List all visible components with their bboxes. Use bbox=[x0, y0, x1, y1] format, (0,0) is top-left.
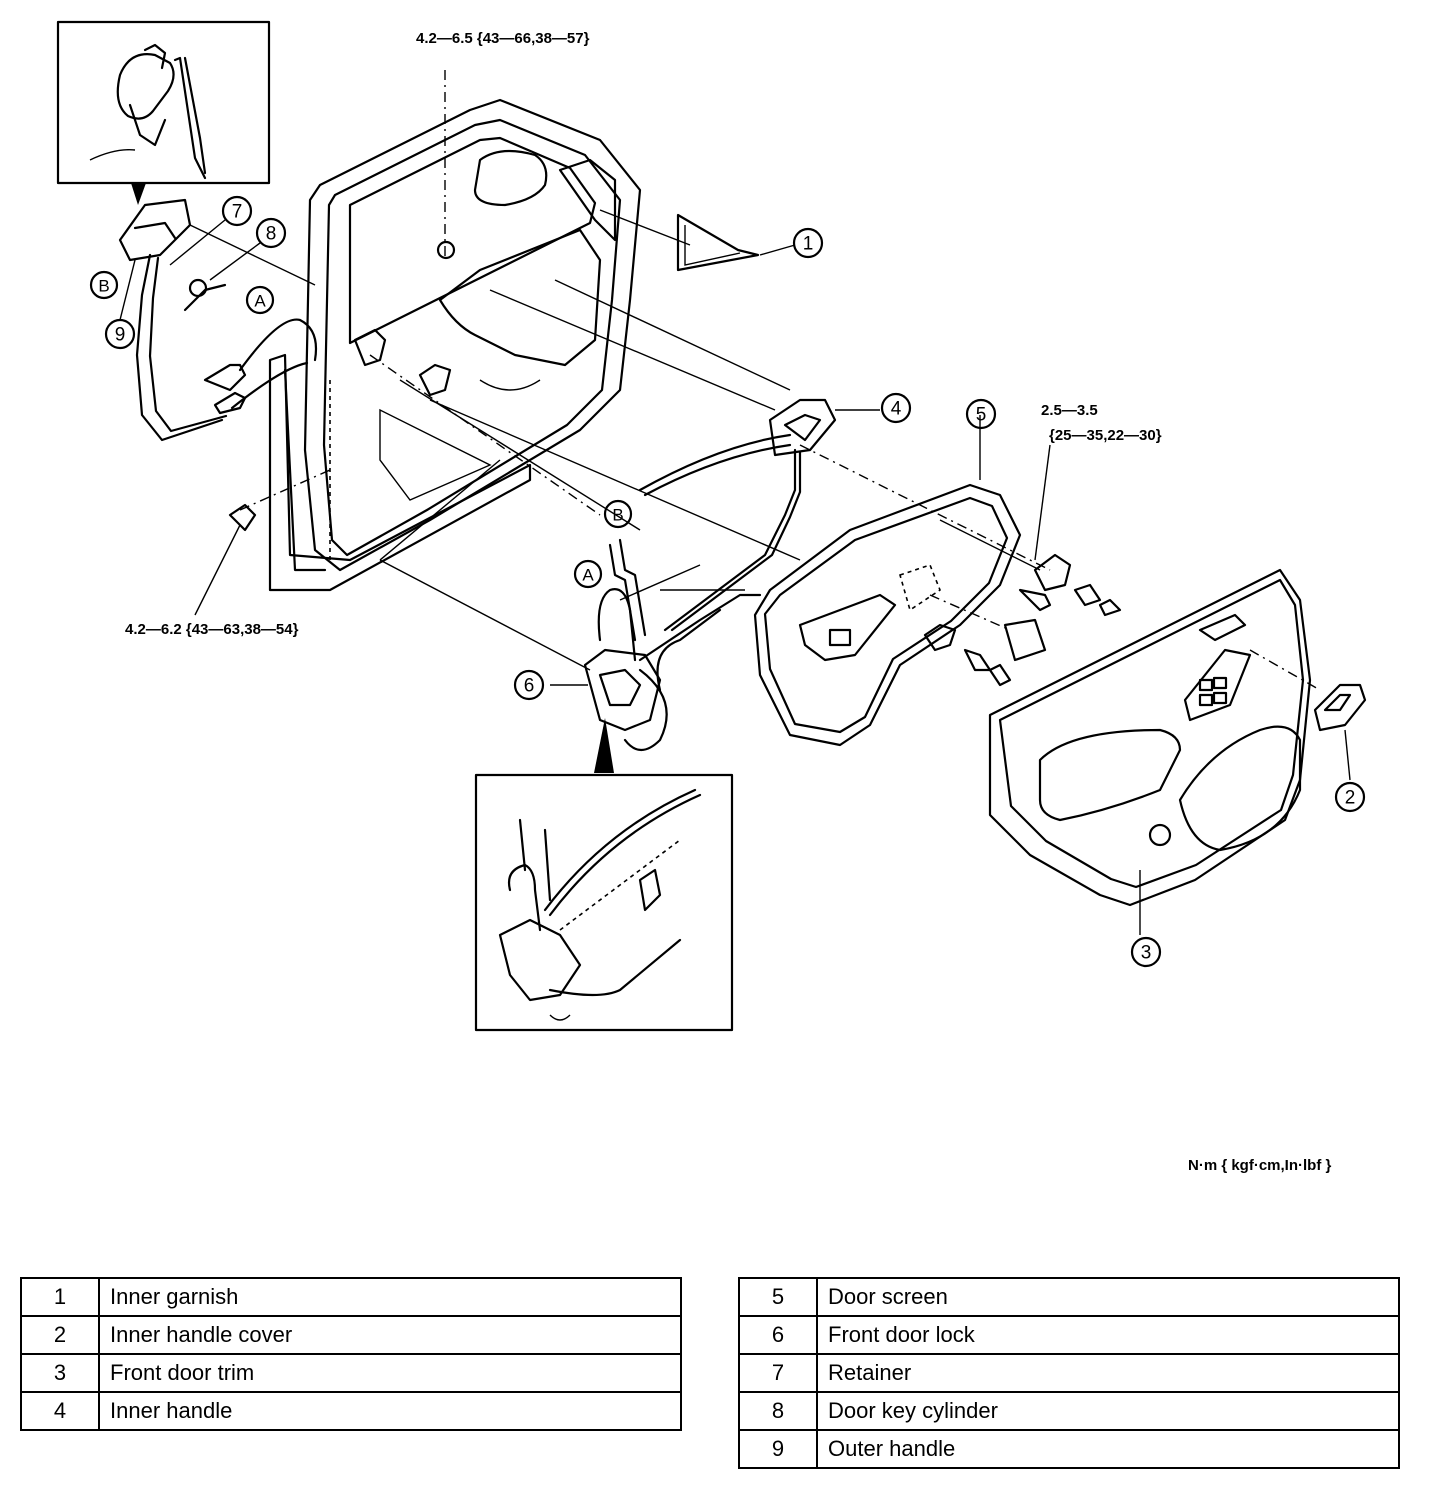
parts-table-left: 1 Inner garnish 2 Inner handle cover 3 F… bbox=[20, 1277, 682, 1431]
door-screen bbox=[753, 415, 1022, 747]
door-lock-detail-inset bbox=[474, 773, 734, 1032]
svg-text:3: 3 bbox=[1141, 943, 1152, 964]
svg-text:4: 4 bbox=[891, 399, 902, 420]
part-name: Outer handle bbox=[816, 1429, 1400, 1469]
callout-3: 3 bbox=[1130, 936, 1162, 968]
svg-text:B: B bbox=[98, 277, 109, 296]
part-number: 4 bbox=[20, 1391, 100, 1431]
part-number: 1 bbox=[20, 1277, 100, 1317]
callout-9: 9 bbox=[104, 318, 136, 350]
alignment-lines bbox=[189, 65, 1321, 691]
marker-a-top: A bbox=[245, 285, 275, 315]
inset-pointer-arrow-top bbox=[131, 183, 146, 205]
svg-text:A: A bbox=[254, 292, 266, 311]
part-name: Door key cylinder bbox=[816, 1391, 1400, 1431]
table-row: 7 Retainer bbox=[738, 1353, 1400, 1393]
part-number: 7 bbox=[738, 1353, 818, 1393]
front-door-lock-assembly bbox=[550, 538, 762, 752]
marker-b-top: B bbox=[89, 270, 119, 300]
callout-8: 8 bbox=[255, 217, 287, 249]
table-row: 2 Inner handle cover bbox=[20, 1315, 682, 1355]
part-name: Retainer bbox=[816, 1353, 1400, 1393]
svg-text:2: 2 bbox=[1345, 788, 1356, 809]
svg-text:A: A bbox=[582, 566, 594, 585]
torque-callout-left: 4.2—6.2 {43—63,38—54} bbox=[125, 621, 299, 638]
inner-handle-cover bbox=[1313, 683, 1367, 781]
callout-7: 7 bbox=[221, 195, 253, 227]
table-row: 1 Inner garnish bbox=[20, 1277, 682, 1317]
part-name: Inner garnish bbox=[98, 1277, 682, 1317]
part-number: 9 bbox=[738, 1429, 818, 1469]
inner-handle bbox=[638, 398, 880, 632]
table-row: 8 Door key cylinder bbox=[738, 1391, 1400, 1431]
exploded-door-diagram: 4.2—6.5 {43—66,38—57} 4.2—6.2 {43—63,38—… bbox=[56, 20, 1367, 1174]
table-row: 5 Door screen bbox=[738, 1277, 1400, 1317]
marker-a-lock: A bbox=[573, 559, 603, 589]
part-number: 5 bbox=[738, 1277, 818, 1317]
front-door-trim bbox=[988, 568, 1312, 935]
svg-text:6: 6 bbox=[524, 676, 535, 697]
table-row: 6 Front door lock bbox=[738, 1315, 1400, 1355]
part-number: 8 bbox=[738, 1391, 818, 1431]
part-name: Inner handle bbox=[98, 1391, 682, 1431]
svg-text:9: 9 bbox=[115, 325, 126, 346]
part-name: Front door trim bbox=[98, 1353, 682, 1393]
inset-pointer-arrow-bottom bbox=[594, 718, 614, 773]
svg-text:5: 5 bbox=[976, 405, 987, 426]
inner-garnish bbox=[676, 213, 796, 272]
marker-b-lock: B bbox=[603, 499, 633, 529]
callout-4: 4 bbox=[880, 392, 912, 424]
part-name: Front door lock bbox=[816, 1315, 1400, 1355]
torque-callout-top: 4.2—6.5 {43—66,38—57} bbox=[416, 30, 590, 47]
part-name: Door screen bbox=[816, 1277, 1400, 1317]
table-row: 4 Inner handle bbox=[20, 1391, 682, 1431]
svg-text:B: B bbox=[612, 506, 623, 525]
callout-2: 2 bbox=[1334, 781, 1366, 813]
callout-5: 5 bbox=[965, 398, 997, 430]
table-row: 3 Front door trim bbox=[20, 1353, 682, 1393]
part-number: 6 bbox=[738, 1315, 818, 1355]
door-shell bbox=[268, 98, 642, 592]
table-row: 9 Outer handle bbox=[738, 1429, 1400, 1469]
part-number: 2 bbox=[20, 1315, 100, 1355]
outer-handle-assembly bbox=[118, 198, 318, 442]
part-number: 3 bbox=[20, 1353, 100, 1393]
callout-1: 1 bbox=[792, 227, 824, 259]
part-name: Inner handle cover bbox=[98, 1315, 682, 1355]
svg-text:1: 1 bbox=[803, 234, 814, 255]
torque-units-note: N·m { kgf·cm,In·lbf } bbox=[1188, 1157, 1331, 1174]
svg-text:8: 8 bbox=[266, 224, 277, 245]
callout-6: 6 bbox=[513, 669, 545, 701]
torque-callout-right-line2: {25—35,22—30} bbox=[1049, 427, 1162, 444]
svg-text:7: 7 bbox=[232, 202, 243, 223]
outer-handle-detail-inset bbox=[56, 20, 271, 185]
torque-callout-right-line1: 2.5—3.5 bbox=[1041, 402, 1098, 419]
parts-table-right: 5 Door screen 6 Front door lock 7 Retain… bbox=[738, 1277, 1400, 1469]
